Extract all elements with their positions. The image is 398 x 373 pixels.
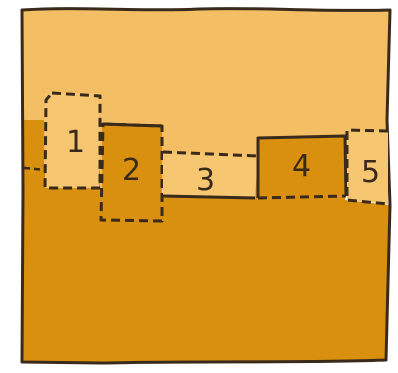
block-4-label: 4 [292, 149, 311, 184]
block-2-label: 2 [122, 153, 141, 188]
block-2-top-solid [103, 124, 162, 126]
block-3-label: 3 [196, 163, 215, 198]
block-5-label: 5 [361, 155, 380, 190]
block-1-label: 1 [66, 125, 85, 160]
